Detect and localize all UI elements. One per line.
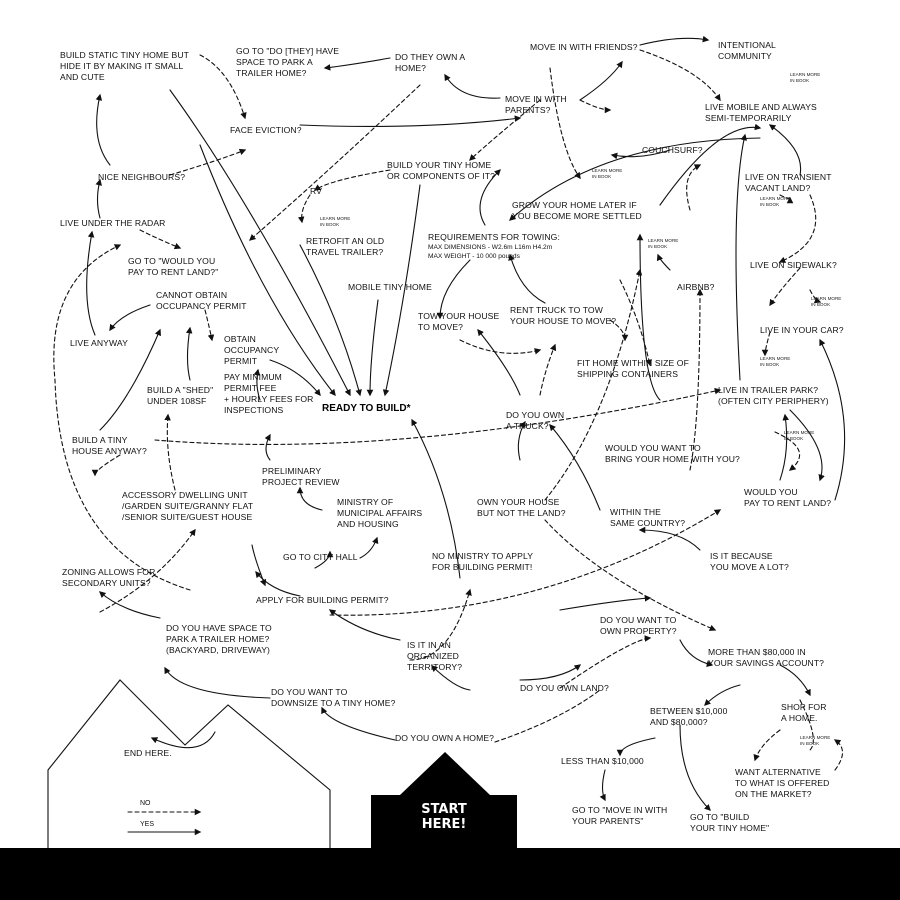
- node-between-10000-80000: BETWEEN $10,000 AND $80,000?: [650, 706, 728, 727]
- node-own-house-not-land: OWN YOUR HOUSE BUT NOT THE LAND?: [477, 497, 566, 518]
- learn-more-note: LEARN MORE IN BOOK: [784, 430, 815, 441]
- node-live-under-radar: LIVE UNDER THE RADAR: [60, 218, 166, 228]
- node-would-you-pay-rent-land: WOULD YOU PAY TO RENT LAND?: [744, 487, 832, 508]
- node-move-in-parents: MOVE IN WITH PARENTS?: [505, 94, 567, 115]
- node-build-tiny-anyway: BUILD A TINY HOUSE ANYWAY?: [72, 435, 147, 456]
- house-outline: [47, 679, 331, 848]
- node-live-transient-land: LIVE ON TRANSIENT VACANT LAND?: [745, 172, 832, 193]
- node-intentional-community: INTENTIONAL COMMUNITY: [718, 40, 776, 61]
- start-here-label[interactable]: START HERE!: [421, 802, 467, 832]
- node-zoning-secondary: ZONING ALLOWS FOR SECONDARY UNITS?: [62, 567, 156, 588]
- node-end-here: END HERE.: [124, 748, 172, 758]
- node-own-truck: DO YOU OWN A TRUCK?: [506, 410, 565, 431]
- node-rent-truck: RENT TRUCK TO TOW YOUR HOUSE TO MOVE?: [510, 305, 617, 326]
- node-ministry-municipal: MINISTRY OF MUNICIPAL AFFAIRS AND HOUSIN…: [337, 497, 423, 529]
- node-accessory-dwelling: ACCESSORY DWELLING UNIT /GARDEN SUITE/GR…: [122, 490, 254, 522]
- node-do-they-own-home: DO THEY OWN A HOME?: [395, 52, 466, 73]
- node-grow-home-later: GROW YOUR HOME LATER IF YOU BECOME MORE …: [512, 200, 642, 221]
- node-retrofit-trailer: RETROFIT AN OLD TRAVEL TRAILER?: [306, 236, 385, 257]
- node-downsize-tiny-home: DO YOU WANT TO DOWNSIZE TO A TINY HOME?: [271, 687, 396, 708]
- node-live-in-car: LIVE IN YOUR CAR?: [760, 325, 844, 335]
- node-build-shed: BUILD A "SHED" UNDER 108SF: [147, 385, 214, 406]
- node-fit-shipping-containers: FIT HOME WITHIN SIZE OF SHIPPING CONTAIN…: [577, 358, 689, 379]
- node-live-trailer-park: LIVE IN TRAILER PARK? (OFTEN CITY PERIPH…: [718, 385, 829, 406]
- node-requirements-towing: REQUIREMENTS FOR TOWING:: [428, 232, 560, 242]
- node-tow-house: TOW YOUR HOUSE TO MOVE?: [418, 311, 500, 332]
- node-airbnb: AIRBNB?: [677, 282, 715, 292]
- node-space-park-trailer: DO YOU HAVE SPACE TO PARK A TRAILER HOME…: [166, 623, 272, 655]
- learn-more-note: LEARN MORE IN BOOK: [811, 296, 842, 307]
- node-go-to-space-trailer: GO TO "DO [THEY] HAVE SPACE TO PARK A TR…: [236, 46, 340, 78]
- node-go-to-city-hall: GO TO CITY HALL: [283, 552, 358, 562]
- node-cannot-obtain-permit: CANNOT OBTAIN OCCUPANCY PERMIT: [156, 290, 247, 311]
- node-organized-territory: IS IT IN AN ORGANIZED TERRITORY?: [407, 640, 463, 672]
- ready-to-build: READY TO BUILD*: [322, 403, 411, 414]
- start-arrow: [371, 752, 517, 848]
- learn-more-note: LEARN MORE IN BOOK: [648, 238, 679, 249]
- learn-more-note: LEARN MORE IN BOOK: [800, 735, 831, 746]
- node-pay-permit-fee: PAY MINIMUM PERMIT FEE + HOURLY FEES FOR…: [224, 372, 314, 415]
- learn-more-note: LEARN MORE IN BOOK: [592, 168, 623, 179]
- node-preliminary-review: PRELIMINARY PROJECT REVIEW: [262, 466, 340, 487]
- node-build-tiny-home-components: BUILD YOUR TINY HOME OR COMPONENTS OF IT…: [387, 160, 495, 181]
- learn-more-note: LEARN MORE IN BOOK: [760, 356, 791, 367]
- legend-no-label: NO: [140, 800, 151, 807]
- node-go-to-move-parents: GO TO "MOVE IN WITH YOUR PARENTS": [572, 805, 668, 826]
- towing-details: MAX DIMENSIONS - W2.6m L16m H4.2m MAX WE…: [428, 244, 553, 260]
- node-mobile-tiny-home: MOBILE TINY HOME: [348, 282, 432, 292]
- learn-more-note: LEARN MORE IN BOOK: [320, 216, 351, 227]
- legend-yes-label: YES: [140, 821, 155, 828]
- node-go-to-build-tiny-home: GO TO "BUILD YOUR TINY HOME": [690, 812, 770, 833]
- node-build-static-tiny-home: BUILD STATIC TINY HOME BUT HIDE IT BY MA…: [60, 50, 189, 82]
- node-move-a-lot: IS IT BECAUSE YOU MOVE A LOT?: [710, 551, 789, 572]
- node-live-on-sidewalk: LIVE ON SIDEWALK?: [750, 260, 837, 270]
- node-live-mobile: LIVE MOBILE AND ALWAYS SEMI-TEMPORARILY: [705, 102, 817, 123]
- node-rv: RV: [310, 186, 322, 196]
- node-nice-neighbours: NICE NEIGHBOURS?: [98, 172, 186, 182]
- node-own-land: DO YOU OWN LAND?: [520, 683, 609, 693]
- node-want-alternative: WANT ALTERNATIVE TO WHAT IS OFFERED ON T…: [735, 767, 830, 799]
- node-apply-building-permit: APPLY FOR BUILDING PERMIT?: [256, 595, 389, 605]
- node-savings-80000: MORE THAN $80,000 IN YOUR SAVINGS ACCOUN…: [708, 647, 825, 668]
- node-couchsurf: COUCHSURF?: [642, 145, 703, 155]
- node-live-anyway: LIVE ANYWAY: [70, 338, 128, 348]
- node-face-eviction: FACE EVICTION?: [230, 125, 302, 135]
- node-obtain-permit: OBTAIN OCCUPANCY PERMIT: [224, 334, 280, 366]
- node-less-than-10000: LESS THAN $10,000: [561, 756, 644, 766]
- node-move-in-friends: MOVE IN WITH FRIENDS?: [530, 42, 638, 52]
- node-want-own-property: DO YOU WANT TO OWN PROPERTY?: [600, 615, 677, 636]
- node-within-same-country: WITHIN THE SAME COUNTRY?: [610, 507, 686, 528]
- node-own-a-home: DO YOU OWN A HOME?: [395, 733, 495, 743]
- learn-more-note: LEARN MORE IN BOOK: [790, 72, 821, 83]
- node-bring-home-with-you: WOULD YOU WANT TO BRING YOUR HOME WITH Y…: [605, 443, 740, 464]
- node-shop-for-home: SHOP FOR A HOME.: [781, 702, 827, 723]
- learn-more-note: LEARN MORE IN BOOK: [760, 196, 791, 207]
- node-go-to-rent-land: GO TO "WOULD YOU PAY TO RENT LAND?": [128, 256, 219, 277]
- footer-band: [0, 848, 900, 900]
- node-no-ministry: NO MINISTRY TO APPLY FOR BUILDING PERMIT…: [432, 551, 534, 572]
